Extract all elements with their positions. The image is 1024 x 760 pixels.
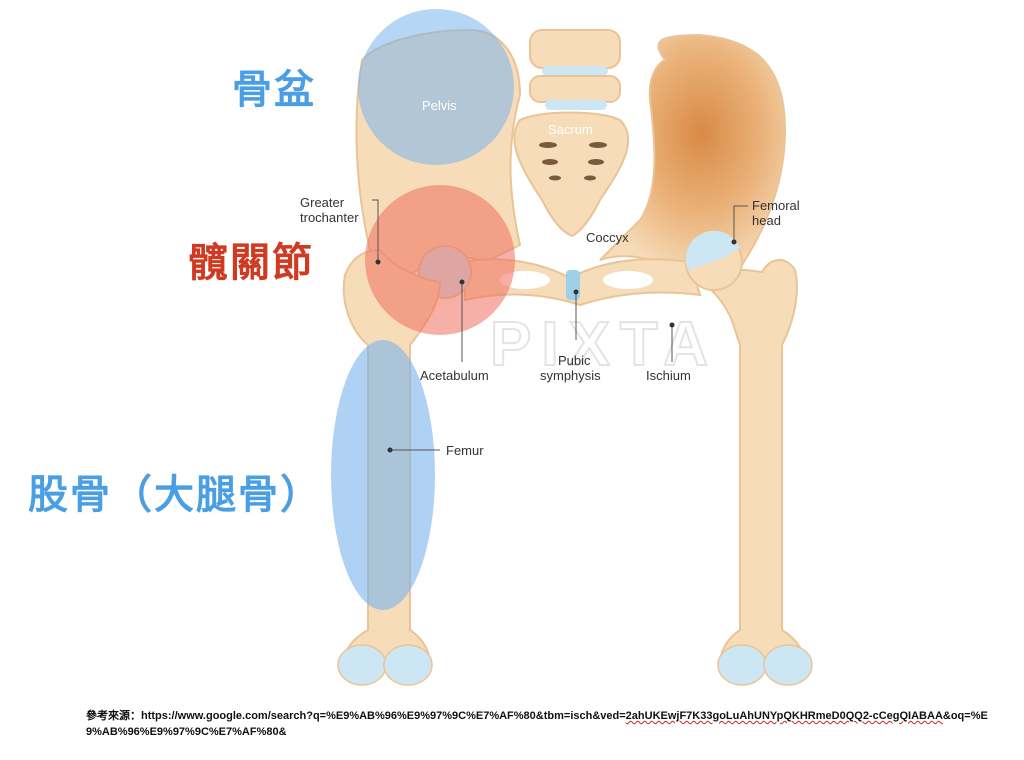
femur-highlight [331,340,435,610]
label-ischium: Ischium [646,368,691,383]
label-femoral-head-1: Femoral [752,198,800,213]
label-pelvis-zh: 骨盆 [232,67,316,113]
label-coccyx: Coccyx [586,230,629,245]
femoral-head-cartilage [685,230,740,270]
source-prefix: 參考來源： [86,709,141,722]
leader-lines [372,199,748,451]
intervertebral-disc [545,100,607,110]
sacral-foramina [539,142,607,181]
label-pubic-symphysis-1: Pubic [558,353,591,368]
label-acetabulum: Acetabulum [420,368,489,383]
label-greater-trochanter-1: Greater [300,195,345,210]
obturator-foramen-right [603,271,653,289]
source-url-tail: &oq=%E9%AB%96%E9%97%9C%E7%AF%80& [86,710,988,738]
leader-dots [375,239,737,453]
label-hip-joint-zh: 髖關節 [188,240,314,286]
vertebra [529,29,621,69]
intervertebral-disc [542,66,608,76]
pelvis-highlight [358,9,514,165]
label-pelvis-en: Pelvis [422,98,457,113]
hip-joint-highlight [365,185,515,335]
vertebra [529,75,621,103]
source-url: https://www.google.com/search?q=%E9%AB%9… [141,710,626,722]
pubic-rami [464,258,702,307]
right-femur [698,259,807,673]
label-sacrum: Sacrum [548,122,593,137]
knee-condyles-right [717,644,813,686]
source-citation: 參考來源：https://www.google.com/search?q=%E9… [86,708,996,740]
knee-condyles-left [337,644,433,686]
label-femoral-head-2: head [752,213,781,228]
label-greater-trochanter-2: trochanter [300,210,359,225]
label-femur-en: Femur [446,443,484,458]
label-pubic-symphysis-2: symphysis [540,368,601,383]
source-url-flagged: 2ahUKEwjF7K33goLuAhUNYpQKHRmeD0QQ2-cCegQ… [625,710,943,722]
label-femur-zh: 股骨（大腿骨） [28,472,322,518]
pubic-symphysis-cartilage [566,270,580,300]
